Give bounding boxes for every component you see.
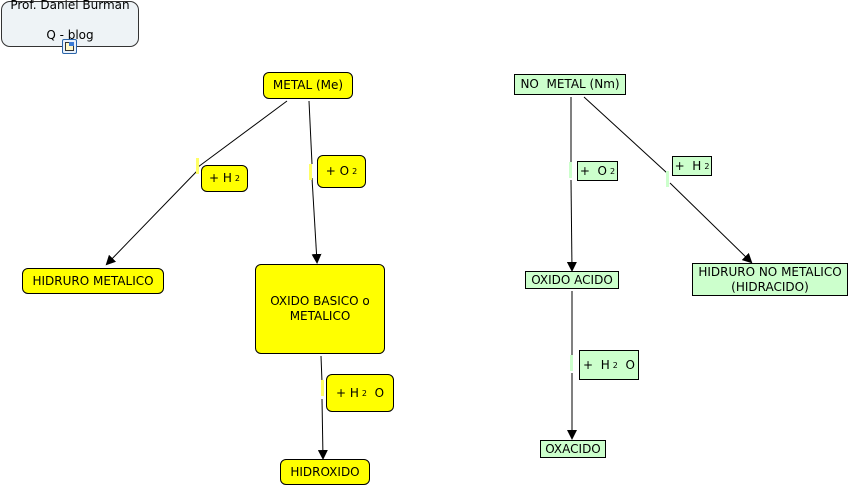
edge-h2-to-hidruro-metalico xyxy=(105,169,199,266)
link-marker xyxy=(196,158,199,174)
concept-hidroxido[interactable]: HIDROXIDO xyxy=(280,459,370,485)
document-icon[interactable] xyxy=(62,39,77,54)
edge-metal-to-h2 xyxy=(197,100,288,168)
link-marker xyxy=(309,164,312,180)
link-label: + H xyxy=(583,357,610,372)
subscript: 2 xyxy=(610,166,616,176)
link-label: + H xyxy=(674,158,702,173)
link-marker xyxy=(321,380,324,396)
subscript: 2 xyxy=(352,167,358,176)
link-marker xyxy=(569,162,572,178)
subscript: 2 xyxy=(612,360,618,370)
link-label-tail: O xyxy=(366,385,385,400)
concept-hidruro-no-metalico[interactable]: HIDRURO NO METALICO (HIDRACIDO) xyxy=(692,263,848,296)
edge-metal-to-o2 xyxy=(308,100,313,165)
link-label: + O xyxy=(325,164,350,178)
concept-oxido-basico[interactable]: OXIDO BASICO o METALICO xyxy=(255,264,385,354)
subscript: 2 xyxy=(234,174,240,183)
link-marker xyxy=(570,355,573,371)
link-label: + H xyxy=(335,385,359,400)
concept-oxido-acido[interactable]: OXIDO ACIDO xyxy=(525,271,619,289)
concept-hidruro-metalico[interactable]: HIDRURO METALICO xyxy=(22,268,164,294)
subscript: 2 xyxy=(361,388,367,398)
concept-metal[interactable]: METAL (Me) xyxy=(263,72,353,99)
subscript: 2 xyxy=(704,161,710,171)
concept-no-metal[interactable]: NO METAL (Nm) xyxy=(514,74,626,95)
author-info-box[interactable]: Prof. Daniel Burman Q - blog xyxy=(1,0,139,47)
edge-nonmetal-to-h2 xyxy=(583,96,668,174)
edge-o2-to-oxido-acido xyxy=(566,179,577,272)
author-name: Prof. Daniel Burman xyxy=(10,0,130,12)
link-label: + O xyxy=(579,163,608,178)
link-label: + H xyxy=(209,171,232,185)
blog-name: Q - blog xyxy=(46,27,94,42)
edge-h2o-to-hidroxido xyxy=(317,398,328,460)
edge-h2-to-hidruro-no-metalico xyxy=(669,182,753,264)
edge-o2-to-oxido-basico xyxy=(311,177,322,264)
edge-oxido-basico-to-h2o xyxy=(320,355,323,383)
link-marker xyxy=(666,171,669,187)
concept-oxacido[interactable]: OXACIDO xyxy=(540,440,606,458)
link-label-tail: O xyxy=(617,357,635,372)
